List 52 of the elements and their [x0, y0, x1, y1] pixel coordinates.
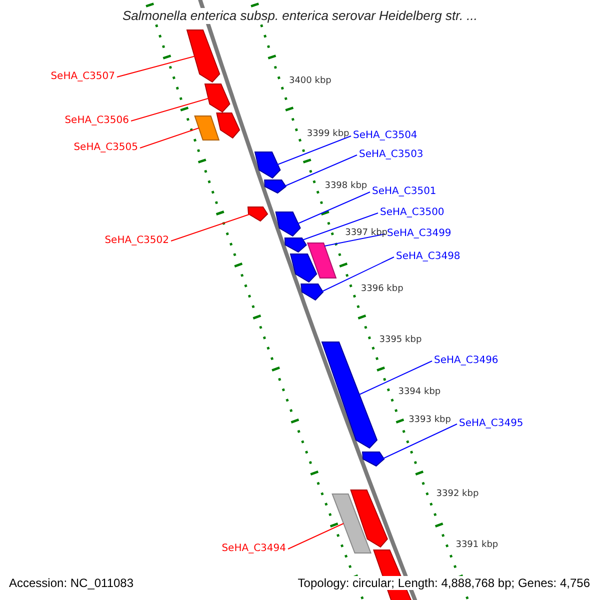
gene-label: SeHA_C3495	[459, 418, 524, 430]
position-label: 3396 kbp	[360, 284, 404, 295]
gene-bar	[194, 116, 220, 140]
gene-label: SeHA_C3496	[434, 355, 498, 367]
position-label: 3397 kbp	[345, 228, 388, 239]
leader-line	[116, 56, 196, 78]
gene-label: SeHA_C3505	[74, 142, 138, 154]
gene-feature	[275, 212, 301, 237]
leader-line	[170, 214, 251, 242]
gene-label: SeHA_C3494	[222, 543, 286, 555]
gene-label: SeHA_C3498	[396, 251, 460, 263]
gene-feature	[264, 180, 287, 194]
leader-line	[358, 360, 432, 396]
position-label: 3395 kbp	[379, 335, 422, 346]
position-label: 3393 kbp	[408, 415, 451, 426]
gene-label: SeHA_C3501	[372, 186, 436, 198]
gene-label: SeHA_C3503	[359, 149, 424, 161]
gene-bar	[332, 494, 372, 554]
leader-line	[302, 212, 378, 240]
gene-feature	[350, 490, 388, 548]
gene-label: SeHA_C3499	[387, 228, 452, 240]
leader-line	[276, 136, 352, 166]
gene-bar	[306, 242, 337, 278]
position-label: 3394 kbp	[398, 387, 441, 398]
gene-feature	[216, 112, 240, 139]
leader-line	[130, 98, 210, 122]
gene-label: SeHA_C3502	[104, 235, 169, 247]
gene-feature	[204, 84, 230, 113]
gene-label: SeHA_C3504	[353, 130, 418, 142]
gene-label: SeHA_C3506	[64, 115, 129, 127]
gene-feature	[300, 284, 324, 301]
gene-feature	[362, 452, 385, 467]
position-label: 3398 kbp	[324, 181, 368, 192]
leader-line	[283, 154, 358, 187]
leader-line	[296, 192, 370, 224]
gene-label: SeHA_C3507	[50, 71, 115, 83]
gene-feature	[321, 342, 378, 449]
leader-line	[320, 256, 394, 292]
position-label: 3391 kbp	[456, 540, 498, 551]
accession-label: Accession: NC_011083	[9, 576, 134, 590]
leader-line	[140, 128, 200, 148]
leader-line	[288, 523, 344, 550]
leader-line	[382, 424, 458, 460]
gene-feature	[284, 238, 307, 253]
leader-line	[324, 234, 386, 246]
position-label: 3400 kbp	[288, 76, 332, 87]
position-label: 3392 kbp	[436, 489, 479, 500]
gene-feature	[186, 30, 220, 83]
genome-info: Topology: circular; Length: 4,888,768 bp; Genes: 4,756	[298, 576, 590, 590]
position-label: 3399 kbp	[306, 129, 350, 140]
gene-label: SeHA_C3500	[380, 207, 444, 219]
gene-feature	[247, 206, 268, 222]
